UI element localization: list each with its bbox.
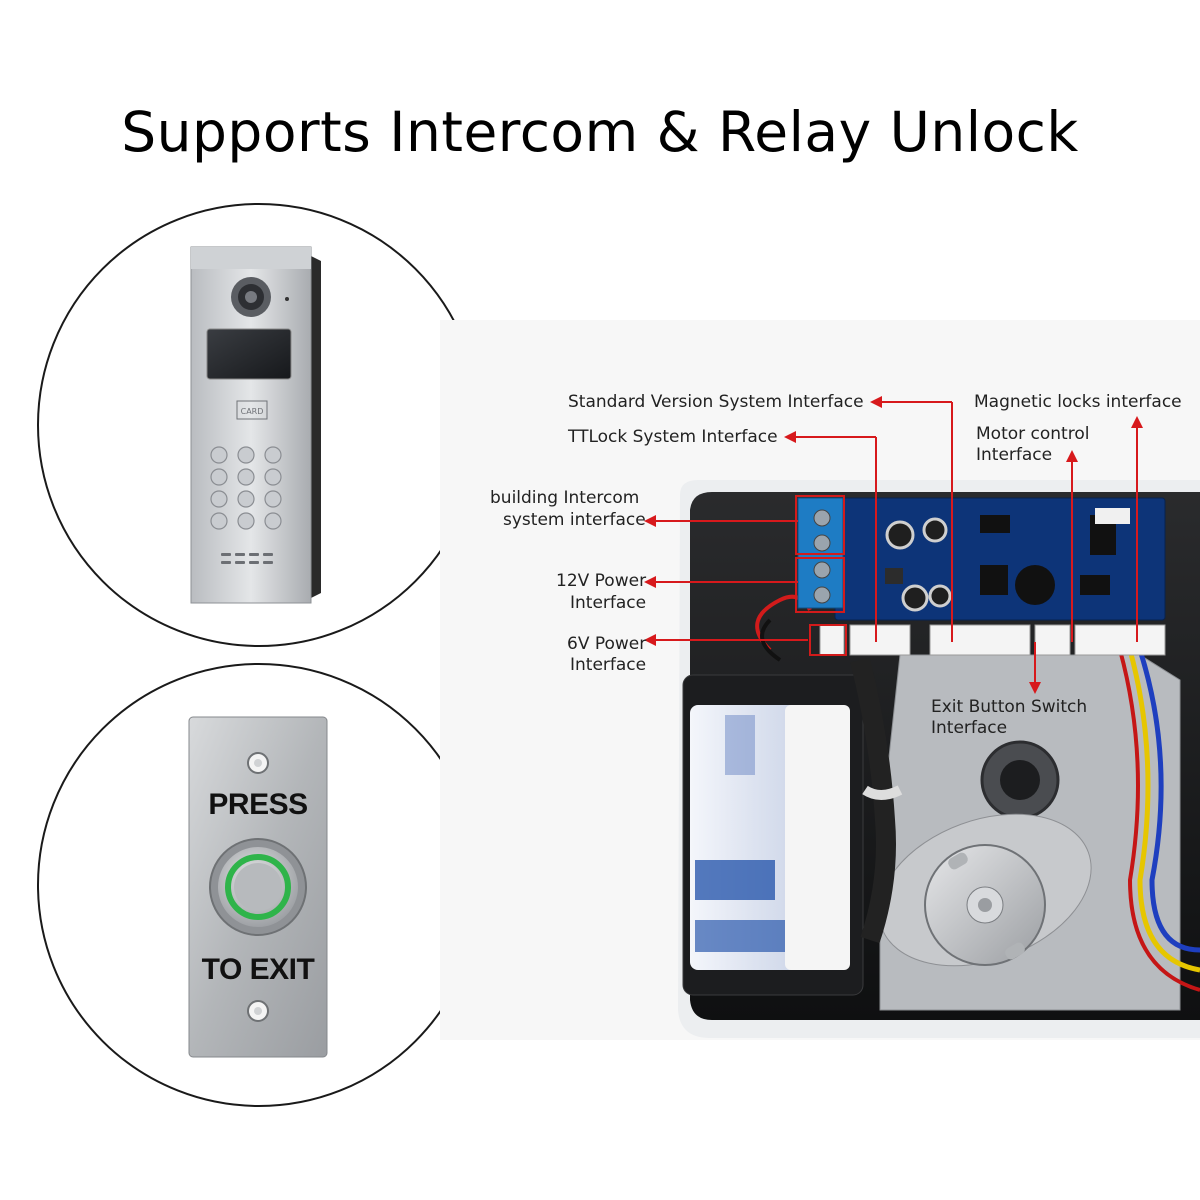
label-6v-power-line1: 6V Power	[567, 634, 647, 654]
intercom-panel-illustration: CARD	[190, 246, 321, 604]
press-label: PRESS	[208, 788, 308, 821]
lock-diagram-illustration	[440, 320, 1200, 1040]
to-exit-label: TO EXIT	[201, 953, 315, 986]
page-title: Supports Intercom & Relay Unlock	[121, 100, 1079, 164]
label-6v-power-line2: Interface	[570, 655, 647, 675]
label-12v-power-line1: 12V Power	[556, 571, 647, 591]
label-12v-power-line2: Interface	[570, 593, 647, 613]
led-ring	[225, 854, 291, 920]
label-building-intercom-line1: building Intercom	[490, 488, 640, 508]
label-building-intercom-line2: system interface	[503, 510, 646, 530]
label-motor-control-line1: Motor control	[976, 424, 1090, 444]
lock-diagram: Standard Version System Interface TTLock…	[440, 320, 1200, 1040]
intercom-panel-circle: CARD	[37, 203, 481, 647]
keypad	[210, 446, 282, 530]
motor	[878, 813, 1092, 967]
exit-button-circle: PRESS TO EXIT	[37, 663, 481, 1107]
label-motor-control-line2: Interface	[976, 445, 1053, 465]
speaker-grille	[221, 553, 273, 564]
battery	[690, 705, 815, 970]
exit-button-illustration	[188, 716, 328, 1058]
label-exit-button-line1: Exit Button Switch	[931, 697, 1088, 717]
label-standard-version-interface: Standard Version System Interface	[568, 392, 864, 412]
label-magnetic-locks-interface: Magnetic locks interface	[974, 392, 1182, 412]
label-ttlock-interface: TTLock System Interface	[568, 427, 778, 447]
intercom-screen	[206, 328, 292, 380]
label-exit-button-line2: Interface	[931, 718, 1008, 738]
svg-text:CARD: CARD	[241, 407, 264, 416]
card-reader	[236, 400, 268, 420]
